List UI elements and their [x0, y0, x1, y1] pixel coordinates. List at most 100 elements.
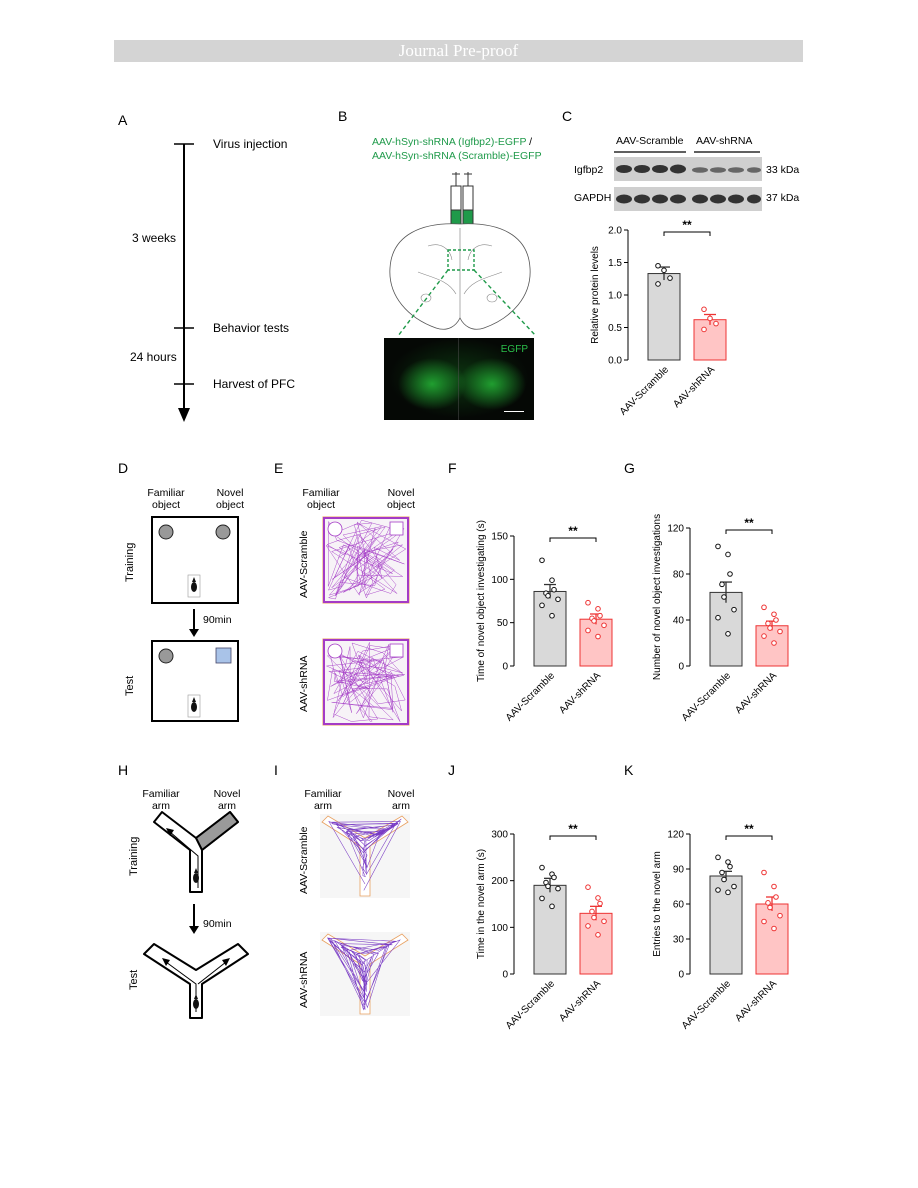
y-tick-label: 0.5: [608, 323, 622, 334]
significance-label: **: [744, 516, 754, 530]
data-point: [595, 895, 601, 901]
data-point: [761, 604, 767, 611]
data-point: [549, 903, 555, 910]
data-point: [585, 884, 591, 890]
trajectory-nor-scramble: [322, 516, 410, 604]
y-tick-label: 90: [673, 865, 685, 876]
significance-bracket: [549, 537, 597, 542]
band-label-igfbp2: Igfbp2: [574, 164, 604, 176]
trajectory-ymaze-shrna: [320, 932, 410, 1016]
data-point: [655, 281, 661, 287]
object-familiar: [327, 643, 343, 659]
data-point: [765, 900, 771, 906]
journal-banner: Journal Pre-proof: [114, 40, 803, 62]
data-point: [771, 883, 777, 890]
row-label-e-shrna: AAV-shRNA: [298, 655, 310, 712]
virus-construct-1: AAV-hSyn-shRNA (Igfbp2)-EGFP /: [372, 136, 533, 148]
row-label-e-scramble: AAV-Scramble: [298, 530, 310, 599]
data-point: [539, 895, 545, 902]
y-tick-label: 120: [667, 830, 684, 841]
scale-bar: [504, 411, 524, 412]
panel-label-c: C: [562, 108, 573, 124]
brain-section-diagram: [389, 172, 537, 337]
data-point: [655, 262, 661, 269]
y-tick-label: 0: [678, 970, 684, 981]
y-tick-label: 100: [491, 575, 508, 586]
y-axis-label: Time of novel object investigating (s): [476, 520, 487, 682]
data-point: [597, 612, 603, 619]
data-point: [591, 914, 597, 921]
object-familiar: [327, 521, 343, 537]
data-point: [591, 618, 597, 624]
event-virus-injection: Virus injection: [213, 137, 288, 151]
data-point: [549, 612, 555, 619]
event-behavior-tests: Behavior tests: [213, 321, 290, 335]
blot-group-shrna: AAV-shRNA: [696, 135, 753, 147]
mouse-path: [325, 642, 406, 722]
phase-test-h: Test: [128, 969, 140, 990]
data-point: [731, 606, 737, 613]
timeline-axis: [174, 143, 194, 422]
nor-arena-diagram: [151, 516, 239, 722]
y-axis-label: Number of novel object investigations: [652, 514, 663, 680]
panel-label-a: A: [118, 112, 128, 128]
data-point: [539, 864, 545, 871]
data-point: [715, 614, 721, 621]
bar-shrna: [579, 618, 613, 667]
mouse-path: [327, 937, 401, 1011]
data-point: [595, 633, 601, 640]
y-tick-label: 100: [491, 923, 508, 934]
data-point: [721, 876, 727, 883]
data-point: [701, 326, 707, 333]
maze-outline: [321, 815, 409, 897]
significance-label: **: [682, 218, 692, 232]
data-point: [549, 577, 555, 583]
y-tick-label: 30: [673, 935, 685, 946]
data-point: [545, 883, 551, 890]
y-tick-label: 300: [491, 830, 508, 841]
y-tick-label: 1.5: [608, 258, 622, 269]
significance-bracket: [663, 231, 711, 236]
significance-bracket: [549, 835, 597, 840]
interval-3-weeks: 3 weeks: [132, 231, 177, 245]
x-tick-label: AAV-Scramble: [504, 978, 558, 1032]
mouse-path: [325, 519, 407, 600]
data-point: [715, 543, 721, 550]
data-point: [595, 606, 601, 612]
trajectory-ymaze-scramble: [320, 814, 410, 898]
data-point: [551, 874, 557, 881]
significance-label: **: [568, 524, 578, 538]
panel-label-i: I: [274, 762, 278, 778]
y-tick-label: 40: [673, 616, 685, 627]
phase-test-d: Test: [124, 675, 136, 696]
y-tick-label: 150: [491, 532, 508, 543]
data-point: [661, 267, 667, 274]
panel-label-b: B: [338, 108, 348, 124]
data-point: [725, 551, 731, 558]
data-point: [601, 622, 607, 629]
data-point: [551, 586, 557, 593]
data-point: [701, 306, 707, 313]
bar-shrna: [755, 903, 789, 975]
x-tick-label: AAV-shRNA: [557, 670, 603, 716]
bar-scramble: [647, 273, 681, 361]
data-point: [765, 620, 771, 627]
panel-label-h: H: [118, 762, 129, 778]
delay-label-h: 90min: [203, 918, 232, 930]
bar-shrna: [755, 625, 789, 667]
data-point: [719, 869, 725, 876]
wall-trace: [323, 517, 409, 603]
data-point: [715, 887, 721, 893]
blot-group-scramble: AAV-Scramble: [616, 135, 684, 147]
y-tick-label: 1.0: [608, 291, 622, 302]
kda-label-igfbp2: 33 kDa: [766, 164, 800, 176]
y-axis-label: Time in the novel arm (s): [476, 849, 487, 959]
data-point: [601, 918, 607, 925]
delay-label-d: 90min: [203, 614, 232, 626]
